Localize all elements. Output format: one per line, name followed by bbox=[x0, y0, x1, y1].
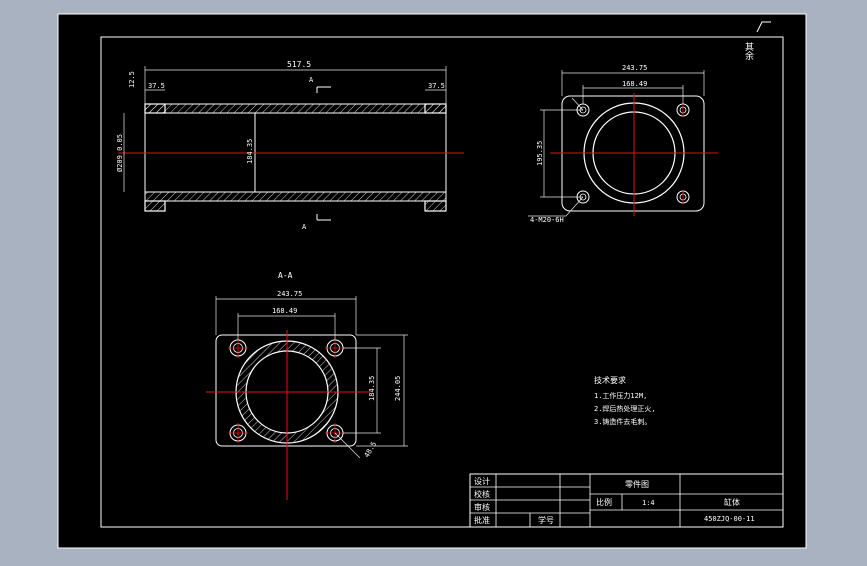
left-flange-top bbox=[144, 103, 166, 114]
section-label-top: A bbox=[309, 76, 314, 84]
inner-frame bbox=[100, 36, 784, 528]
side-view: 517.5 37.5 37.5 12.5 Ø209 0.05 184.35 A … bbox=[116, 60, 464, 231]
dim-inner: 184.35 bbox=[246, 139, 254, 164]
tb-check: 校核 bbox=[474, 489, 490, 499]
tech-note-3: 3.铸造件去毛刺。 bbox=[594, 417, 651, 426]
tech-note-1: 1.工作压力12M, bbox=[594, 391, 647, 400]
title-block: 设计 校核 审核 批准 学号 零件图 比例 1:4 缸体 450ZJQ-00-1… bbox=[469, 473, 784, 528]
tb-scale-value: 1:4 bbox=[642, 499, 655, 507]
section-dim-height: 244.05 bbox=[394, 376, 402, 401]
tb-scale-label: 比例 bbox=[596, 497, 612, 507]
corner-mark-text: 其余 bbox=[743, 42, 754, 61]
dim-right-flange: 37.5 bbox=[428, 82, 445, 90]
tb-drawing-no: 450ZJQ-00-11 bbox=[704, 515, 755, 523]
section-dim-width: 243.75 bbox=[277, 290, 302, 298]
dim-total-length: 517.5 bbox=[287, 60, 311, 69]
end-dim-bolt-spacing: 168.49 bbox=[622, 80, 647, 88]
tb-approve: 批准 bbox=[474, 515, 490, 525]
right-flange-bottom bbox=[424, 200, 447, 212]
technical-notes: 技术要求 1.工作压力12M, 2.焊后热处理正火, 3.铸造件去毛刺。 bbox=[594, 375, 656, 426]
end-dim-width: 243.75 bbox=[622, 64, 647, 72]
end-dim-height: 195.35 bbox=[536, 141, 544, 166]
end-hole-note: 4-M20-6H bbox=[530, 216, 564, 224]
section-flange-outline bbox=[215, 334, 357, 447]
section-dim-bolt-spacing: 168.49 bbox=[272, 307, 297, 315]
paper bbox=[58, 14, 806, 548]
section-dim-inner: 184.35 bbox=[368, 376, 376, 401]
bottom-wall-hatch bbox=[144, 191, 447, 202]
right-flange-top bbox=[424, 103, 447, 114]
tb-seal: 学号 bbox=[538, 515, 554, 525]
tb-part-drawing: 零件图 bbox=[625, 479, 649, 489]
tb-part-name: 缸体 bbox=[724, 497, 740, 507]
dim-left-flange: 37.5 bbox=[148, 82, 165, 90]
left-flange-bottom bbox=[144, 200, 166, 212]
roughness-mark: 其余 bbox=[743, 21, 771, 61]
dim-wall: 12.5 bbox=[128, 71, 136, 88]
tb-design: 设计 bbox=[474, 476, 490, 486]
dim-outer-diameter: Ø209 0.05 bbox=[116, 134, 124, 172]
section-view: A-A 243.75 168.49 184.35 bbox=[206, 271, 408, 500]
section-label-bottom: A bbox=[302, 223, 307, 231]
end-view: 243.75 168.49 195.35 4-M20-6H bbox=[528, 64, 718, 224]
top-wall-hatch bbox=[144, 103, 447, 114]
tech-notes-heading: 技术要求 bbox=[594, 375, 626, 385]
tech-note-2: 2.焊后热处理正火, bbox=[594, 404, 656, 413]
section-title: A-A bbox=[278, 271, 293, 280]
tb-audit: 审核 bbox=[474, 502, 490, 512]
outer-frame bbox=[57, 13, 807, 549]
